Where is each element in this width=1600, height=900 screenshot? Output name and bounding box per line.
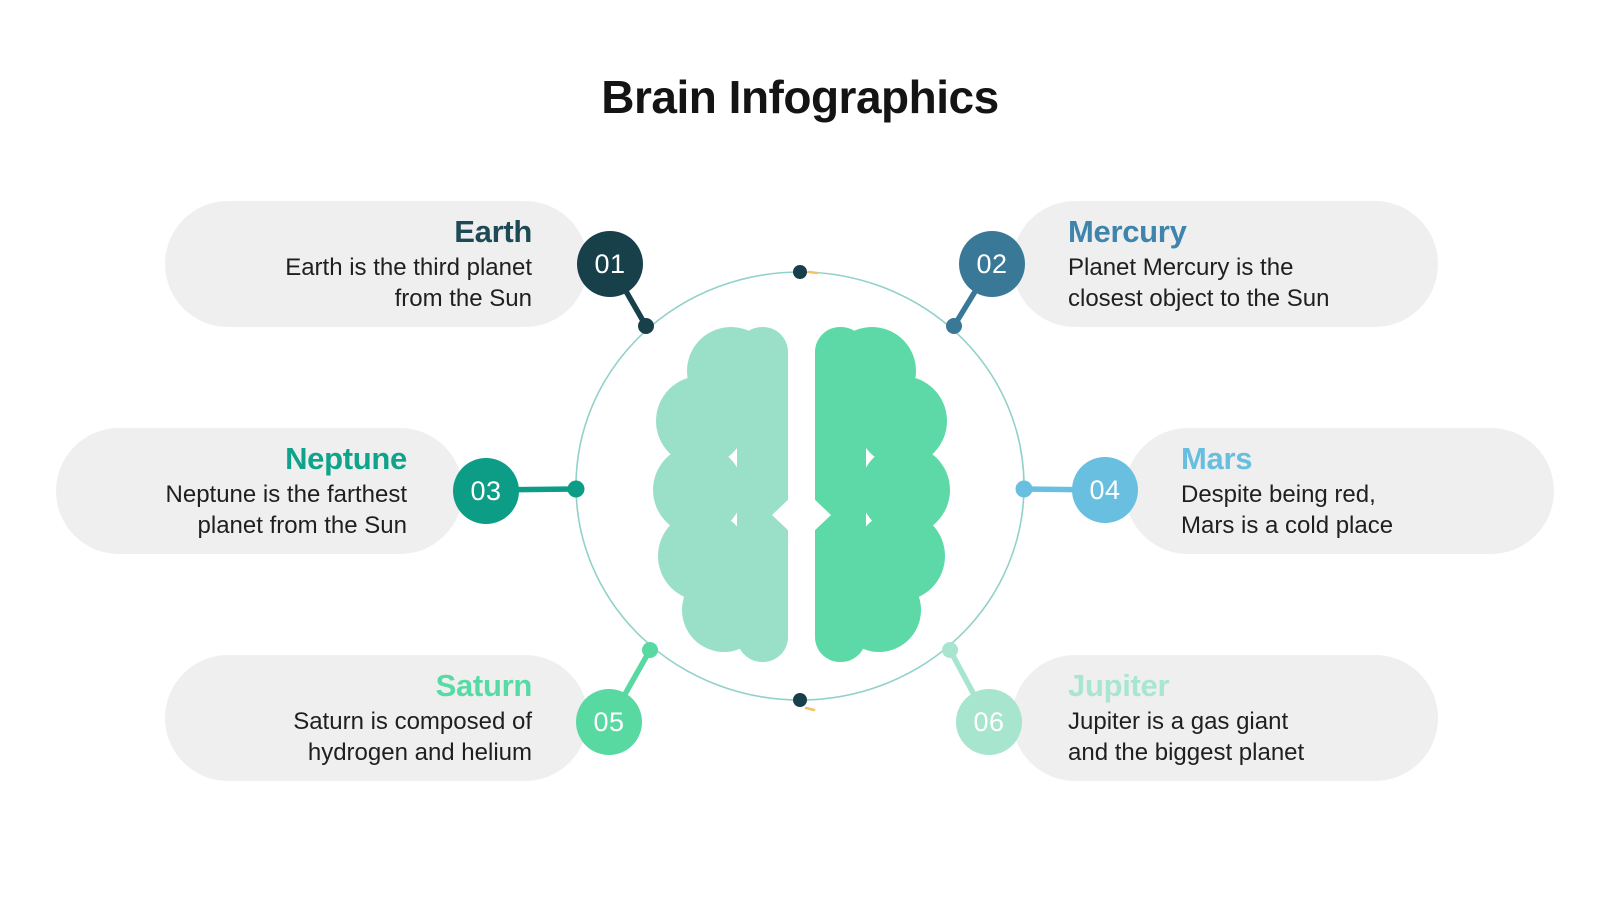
tick-bottom [804,706,816,712]
card-earth: Earth Earth is the third planet from the… [165,201,588,327]
page-title: Brain Infographics [601,71,999,123]
ring-dot-06 [942,642,958,658]
ring-dot-02 [946,318,962,334]
orbit-ring [575,271,1025,701]
ring-dot-05 [642,642,658,658]
card-neptune-description: Neptune is the farthest planet from the … [165,481,407,539]
brain-midline-notch [772,487,831,543]
badge-04: 04 [1072,457,1138,523]
card-mercury: Mercury Planet Mercury is the closest ob… [1012,201,1438,327]
card-mercury-description: Planet Mercury is the closest object to … [1068,254,1330,312]
card-earth-description: Earth is the third planet from the Sun [285,254,532,312]
card-saturn: Saturn Saturn is composed of hydrogen an… [165,655,588,781]
brain-right-hemisphere [815,327,950,662]
ring-dot-04 [1015,480,1033,498]
card-neptune-title: Neptune [285,441,407,476]
card-neptune: Neptune Neptune is the farthest planet f… [56,428,463,554]
ring-dot-01 [638,318,654,334]
card-jupiter-title: Jupiter [1068,668,1170,703]
badge-02: 02 [959,231,1025,297]
ring-dot-bottom [793,693,807,707]
card-mars-title: Mars [1181,441,1253,476]
brain-left-hemisphere [653,327,788,662]
card-jupiter: Jupiter Jupiter is a gas giant and the b… [1012,655,1438,781]
badge-03: 03 [453,458,519,524]
card-mars-description: Despite being red, Mars is a cold place [1181,481,1394,539]
badge-01: 01 [577,231,643,297]
badge-06: 06 [956,689,1022,755]
badge-05: 05 [576,689,642,755]
card-earth-title: Earth [454,214,532,249]
ring-dot-03 [567,480,585,498]
ring-dot-top [793,265,807,279]
card-mercury-title: Mercury [1068,214,1187,249]
card-saturn-title: Saturn [435,668,533,703]
card-saturn-description: Saturn is composed of hydrogen and heliu… [293,708,532,766]
tick-top [807,270,819,275]
card-jupiter-description: Jupiter is a gas giant and the biggest p… [1068,708,1305,766]
card-mars: Mars Despite being red, Mars is a cold p… [1125,428,1554,554]
